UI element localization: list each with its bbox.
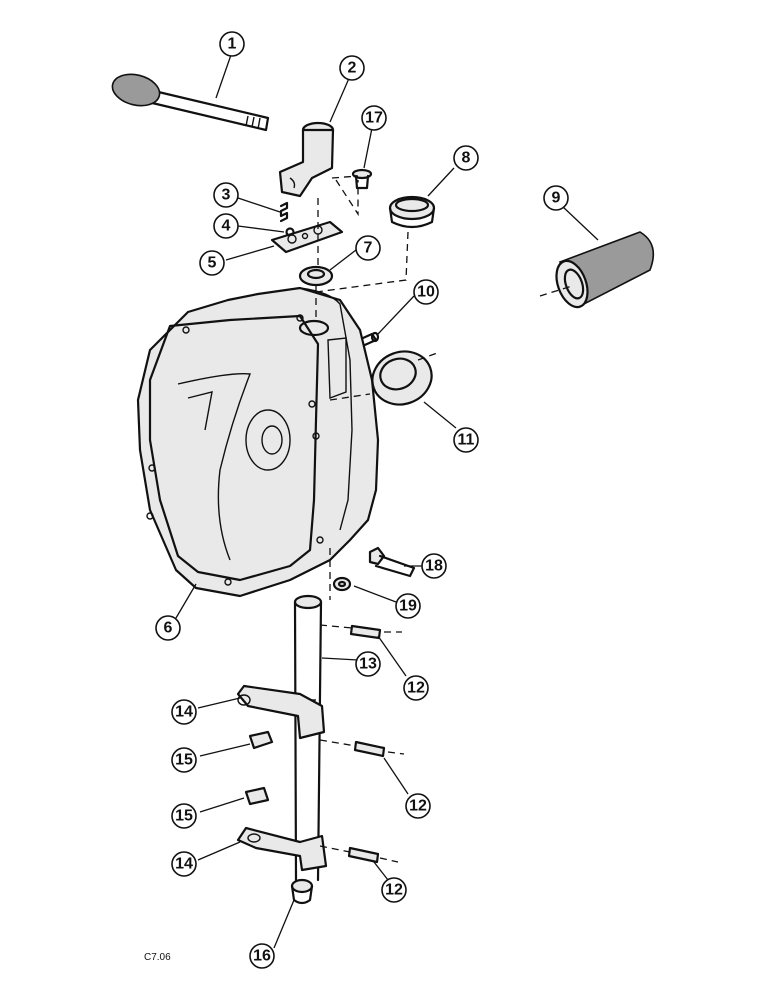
callout-label: 12 [407,680,425,697]
callout-5: 5 [199,250,225,276]
selector-fork-lower [236,826,328,872]
callout-10: 10 [413,279,439,305]
ring-8 [388,195,436,229]
gear-lever [111,73,270,132]
callout-label: 17 [365,110,383,127]
leader-lines [175,51,599,949]
callout-label: 18 [425,558,443,575]
callout-label: 14 [175,704,193,721]
callout-label: 8 [462,150,471,167]
callout-label: 2 [348,60,357,77]
callout-label: 10 [417,284,435,301]
callout-12: 12 [405,793,431,819]
callout-14: 14 [171,851,197,877]
callout-16: 16 [249,943,275,969]
callout-label: 1 [228,36,237,53]
callout-19: 19 [395,593,421,619]
figure-code: C7.06 [144,952,171,963]
callout-8: 8 [453,145,479,171]
callout-label: 5 [208,255,217,272]
callout-6: 6 [155,615,181,641]
roller-16 [290,878,314,905]
seal-7 [298,265,334,287]
callout-11: 11 [453,427,479,453]
pad-15-upper [248,730,274,750]
callout-7: 7 [355,235,381,261]
callout-label: 4 [222,218,231,235]
spring-pin-12-b [353,740,386,758]
callout-label: 19 [399,598,417,615]
bolt-18 [368,546,416,578]
assembly-guide-lines [315,175,573,863]
callout-label: 12 [385,882,403,899]
callout-label: 11 [458,432,475,449]
callout-12: 12 [381,877,407,903]
spring-ball-plate [270,201,344,254]
callout-label: 14 [175,856,193,873]
callout-label: 15 [175,808,193,825]
callout-15: 15 [171,747,197,773]
callout-label: 3 [222,187,231,204]
callout-label: 7 [364,240,373,257]
spring-pin-12-c [347,846,380,864]
callout-label: 12 [409,798,427,815]
screw-17 [351,168,373,190]
pad-15-lower [244,786,270,806]
selector-shaft-13 [293,594,323,882]
spring-pin-12-a [349,624,382,640]
callout-label: 13 [359,656,377,673]
filter-sleeve-9 [555,231,655,309]
callout-label: 9 [552,190,561,207]
callout-18: 18 [421,553,447,579]
callout-2: 2 [339,55,365,81]
washer-19 [332,576,352,592]
callout-label: 16 [253,948,271,965]
callout-13: 13 [355,651,381,677]
callout-17: 17 [361,105,387,131]
callout-14: 14 [171,699,197,725]
callout-4: 4 [213,213,239,239]
callout-9: 9 [543,185,569,211]
selector-fork-upper [236,684,326,740]
lever-socket [278,121,335,198]
gearbox-housing [136,286,380,598]
callout-label: 6 [164,620,173,637]
callout-label: 15 [175,752,193,769]
bearing-11 [371,350,433,406]
callout-3: 3 [213,182,239,208]
callout-1: 1 [219,31,245,57]
callout-15: 15 [171,803,197,829]
callout-12: 12 [403,675,429,701]
